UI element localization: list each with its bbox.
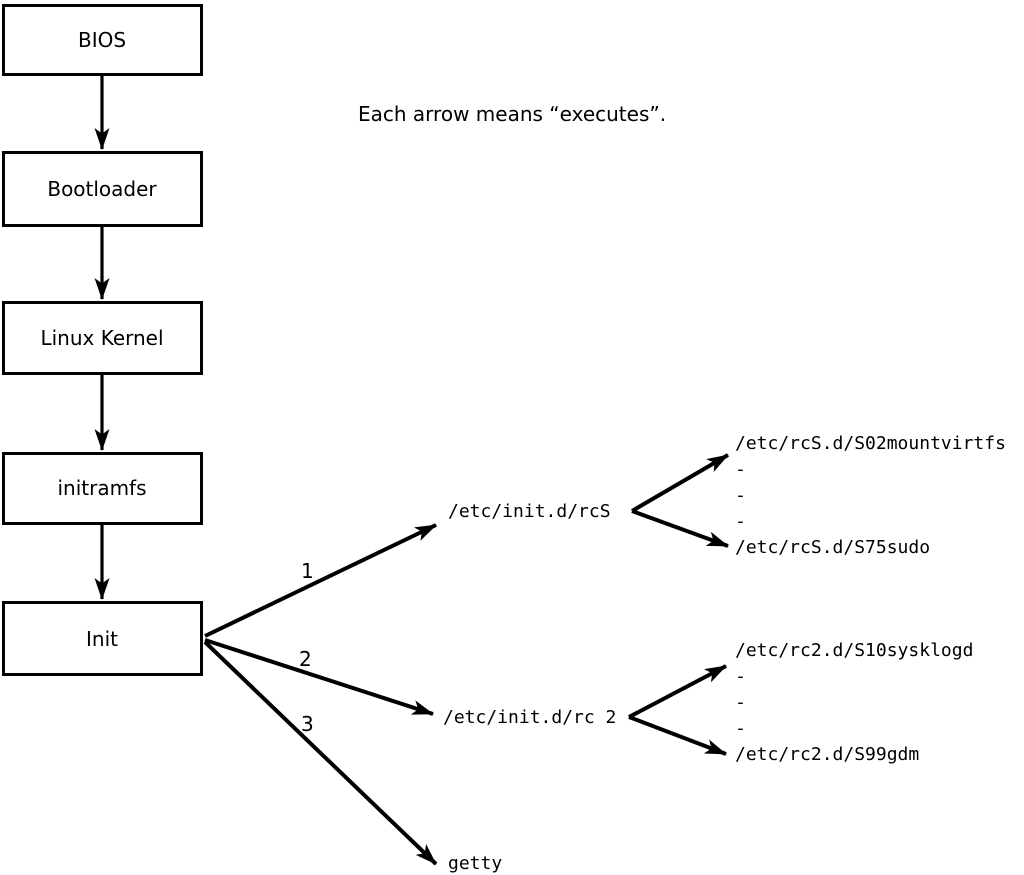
box-bios-label: BIOS [78, 28, 126, 52]
box-bootloader [2, 151, 203, 227]
box-init-label: Init [86, 627, 118, 651]
text-rc2-ellipsis-dash-2: - [735, 692, 746, 713]
arrow-rcs-to-last [631, 509, 729, 548]
text-rc2-ellipsis-dash-1: - [735, 666, 746, 687]
arrow-init-to-rcs [204, 523, 437, 638]
box-init [2, 601, 203, 676]
box-bootloader-label: Bootloader [47, 177, 157, 201]
text-rc2-ellipsis-dash-3: - [735, 718, 746, 739]
legend-note: Each arrow means “executes”. [358, 102, 666, 126]
text-rcs-first-script: /etc/rcS.d/S02mountvirtfs [735, 433, 1006, 454]
arrow-init-to-getty [203, 640, 438, 866]
arrow-init-to-rc2 [204, 638, 434, 716]
box-linux-kernel-label: Linux Kernel [40, 326, 163, 350]
edge-label-3: 3 [301, 712, 314, 736]
edge-label-2: 2 [299, 647, 312, 671]
text-rc2-first-script: /etc/rc2.d/S10sysklogd [735, 640, 973, 661]
box-linux-kernel [2, 301, 203, 375]
text-rcs-last-script: /etc/rcS.d/S75sudo [735, 537, 930, 558]
arrow-rcs-to-first [630, 453, 730, 513]
box-initramfs-label: initramfs [57, 476, 146, 500]
text-rc2-script: /etc/init.d/rc 2 [443, 707, 616, 728]
edge-label-1: 1 [301, 559, 314, 583]
arrow-rc2-to-first [628, 664, 727, 719]
text-rcs-ellipsis-dash-2: - [735, 485, 746, 506]
text-rcs-ellipsis-dash-3: - [735, 511, 746, 532]
text-rcs-script: /etc/init.d/rcS [448, 501, 611, 522]
text-rc2-last-script: /etc/rc2.d/S99gdm [735, 744, 919, 765]
box-initramfs [2, 452, 203, 525]
text-getty: getty [448, 853, 502, 874]
box-bios [2, 4, 203, 76]
text-rcs-ellipsis-dash-1: - [735, 459, 746, 480]
arrow-rc2-to-last [628, 715, 727, 756]
